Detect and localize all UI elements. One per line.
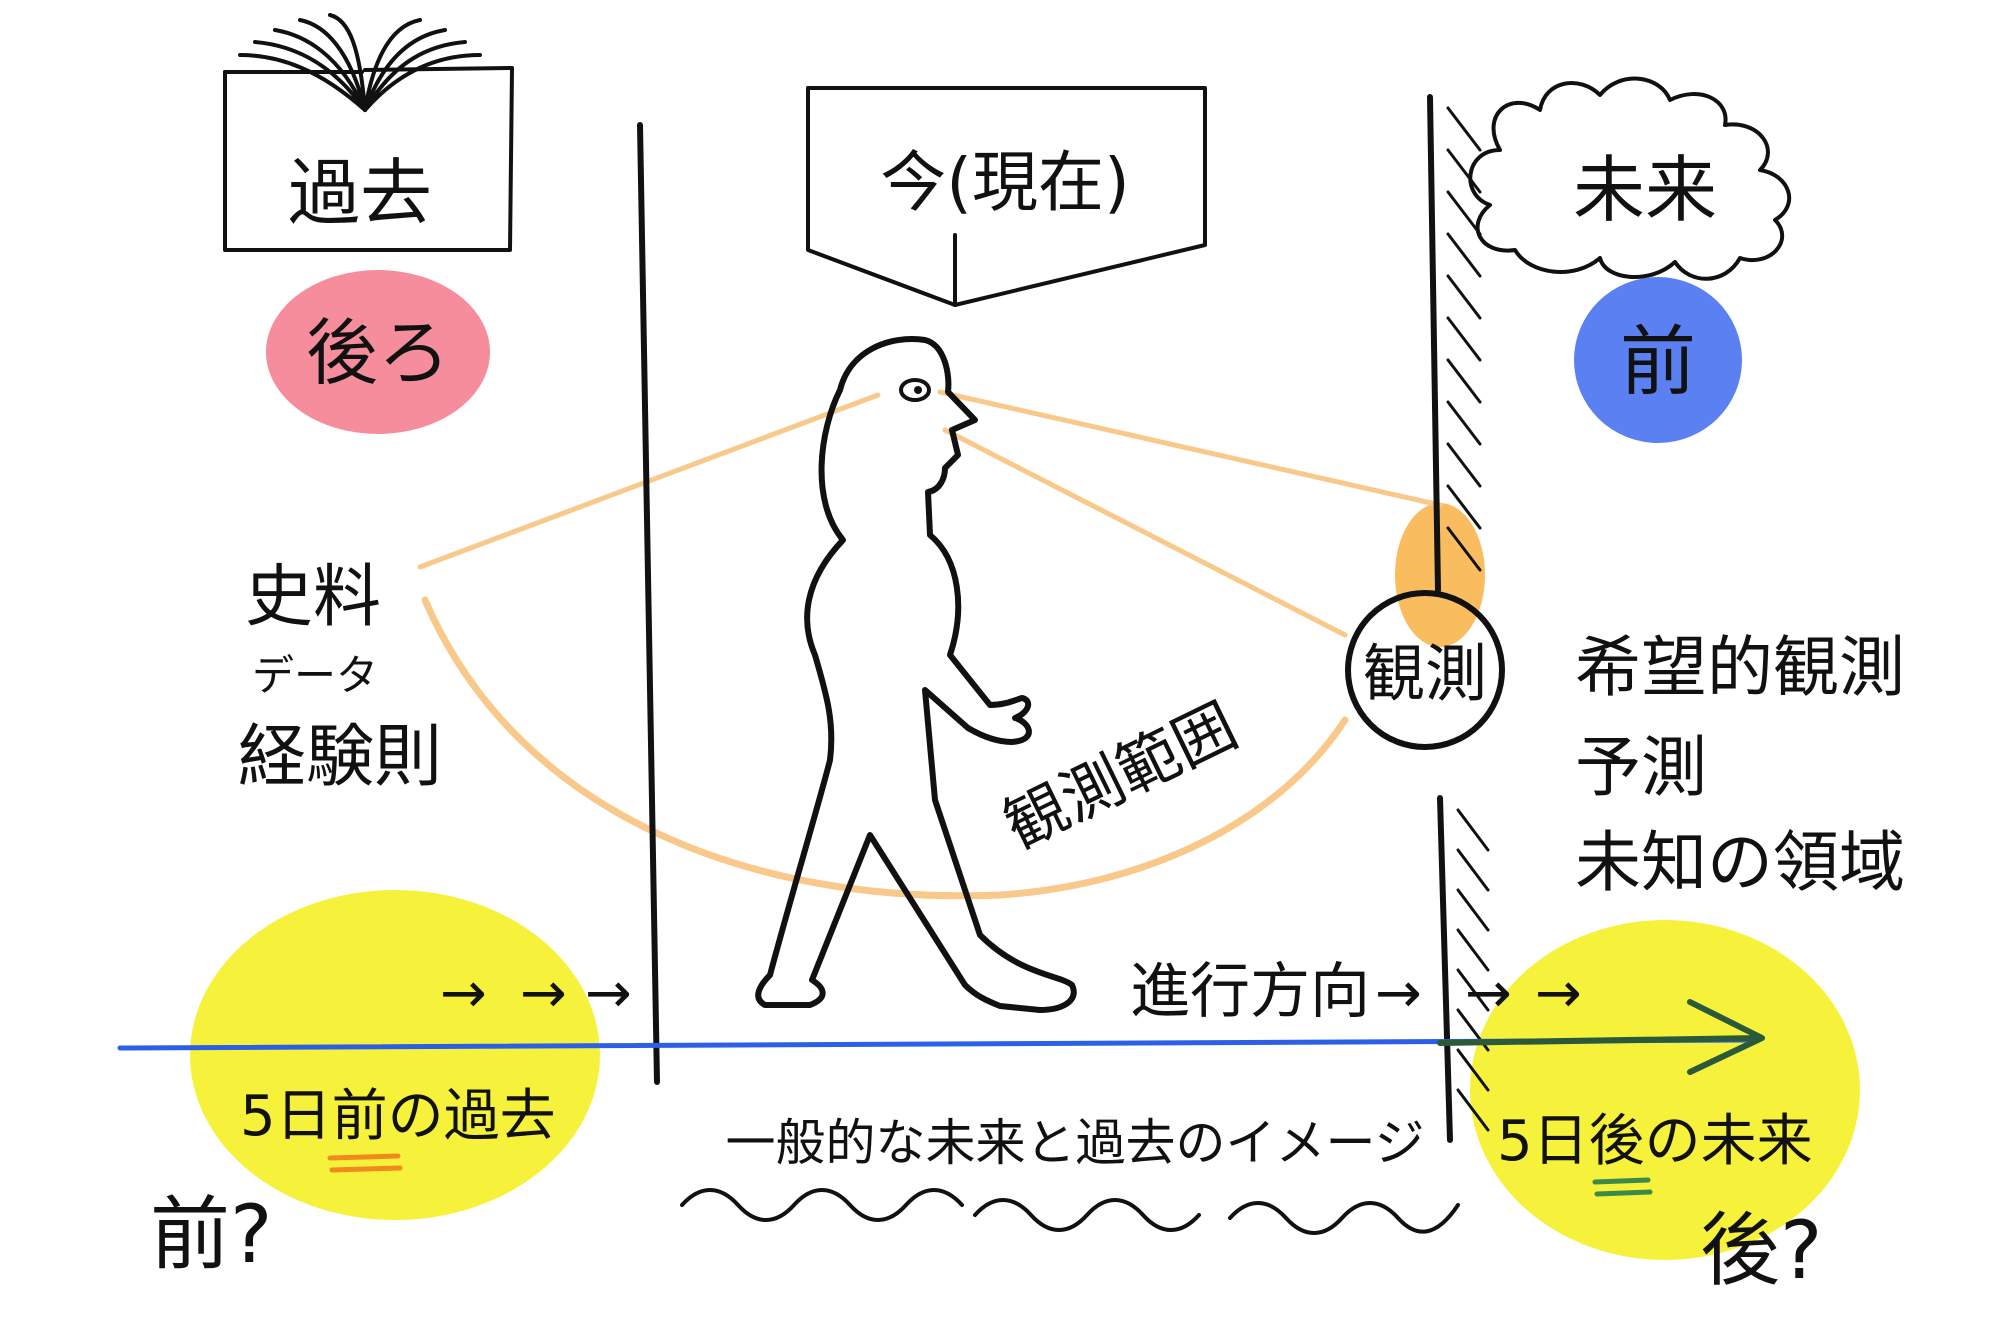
present-header-label: 今(現在) — [880, 144, 1130, 221]
left-list-line3: 経験則 — [238, 718, 442, 797]
question-right: 後? — [1700, 1204, 1822, 1297]
arrow-left-2: → — [520, 961, 567, 1026]
arrow-left-3: → — [585, 961, 632, 1026]
front-badge-label: 前 — [1620, 317, 1696, 406]
direction-label: 進行方向 — [1130, 957, 1370, 1027]
center-caption-wavy-underline — [680, 1188, 1460, 1235]
past-header-label: 過去 — [288, 151, 432, 235]
back-badge-label: 後ろ — [306, 311, 450, 395]
right-list-line2: 予測 — [1575, 729, 1707, 806]
arrow-left-1: → — [440, 961, 487, 1026]
center-caption: 一般的な未来と過去のイメージ — [726, 1114, 1425, 1172]
past-highlight-circle — [190, 890, 600, 1220]
hatch-wall — [1446, 106, 1490, 1132]
future-caption-underline — [1592, 1177, 1653, 1197]
question-left: 前? — [150, 1188, 272, 1281]
future-caption: 5日後の未来 — [1497, 1109, 1813, 1174]
walking-person — [755, 336, 1077, 1013]
observe-circle — [1345, 590, 1505, 750]
present-future-divider-upper — [1427, 94, 1441, 593]
arrow-right-1: → — [1375, 961, 1422, 1026]
observation-range-arc — [421, 596, 1349, 900]
observe-label: 観測 — [1363, 637, 1487, 710]
timeline-arrowhead — [1437, 999, 1765, 1075]
future-cloud-header — [1468, 76, 1792, 281]
back-badge-circle — [266, 270, 490, 434]
past-present-divider — [637, 122, 660, 1085]
arrow-right-3: → — [1535, 961, 1582, 1026]
past-caption-underline — [327, 1153, 403, 1173]
left-list-line1: 史料 — [245, 558, 381, 637]
past-book-header — [223, 13, 514, 252]
right-list-line3: 未知の領域 — [1575, 824, 1905, 901]
arrow-right-2: → — [1465, 961, 1512, 1026]
future-header-label: 未来 — [1573, 148, 1717, 232]
front-badge-circle — [1574, 277, 1742, 443]
past-caption: 5日前の過去 — [240, 1084, 556, 1149]
person-eye-icon — [899, 378, 931, 402]
right-list-line1: 希望的観測 — [1575, 629, 1905, 706]
future-highlight-circle — [1470, 920, 1860, 1260]
present-banner-header — [806, 86, 1207, 307]
left-list-line2: データ — [252, 651, 378, 700]
present-future-divider-lower — [1437, 795, 1453, 1143]
